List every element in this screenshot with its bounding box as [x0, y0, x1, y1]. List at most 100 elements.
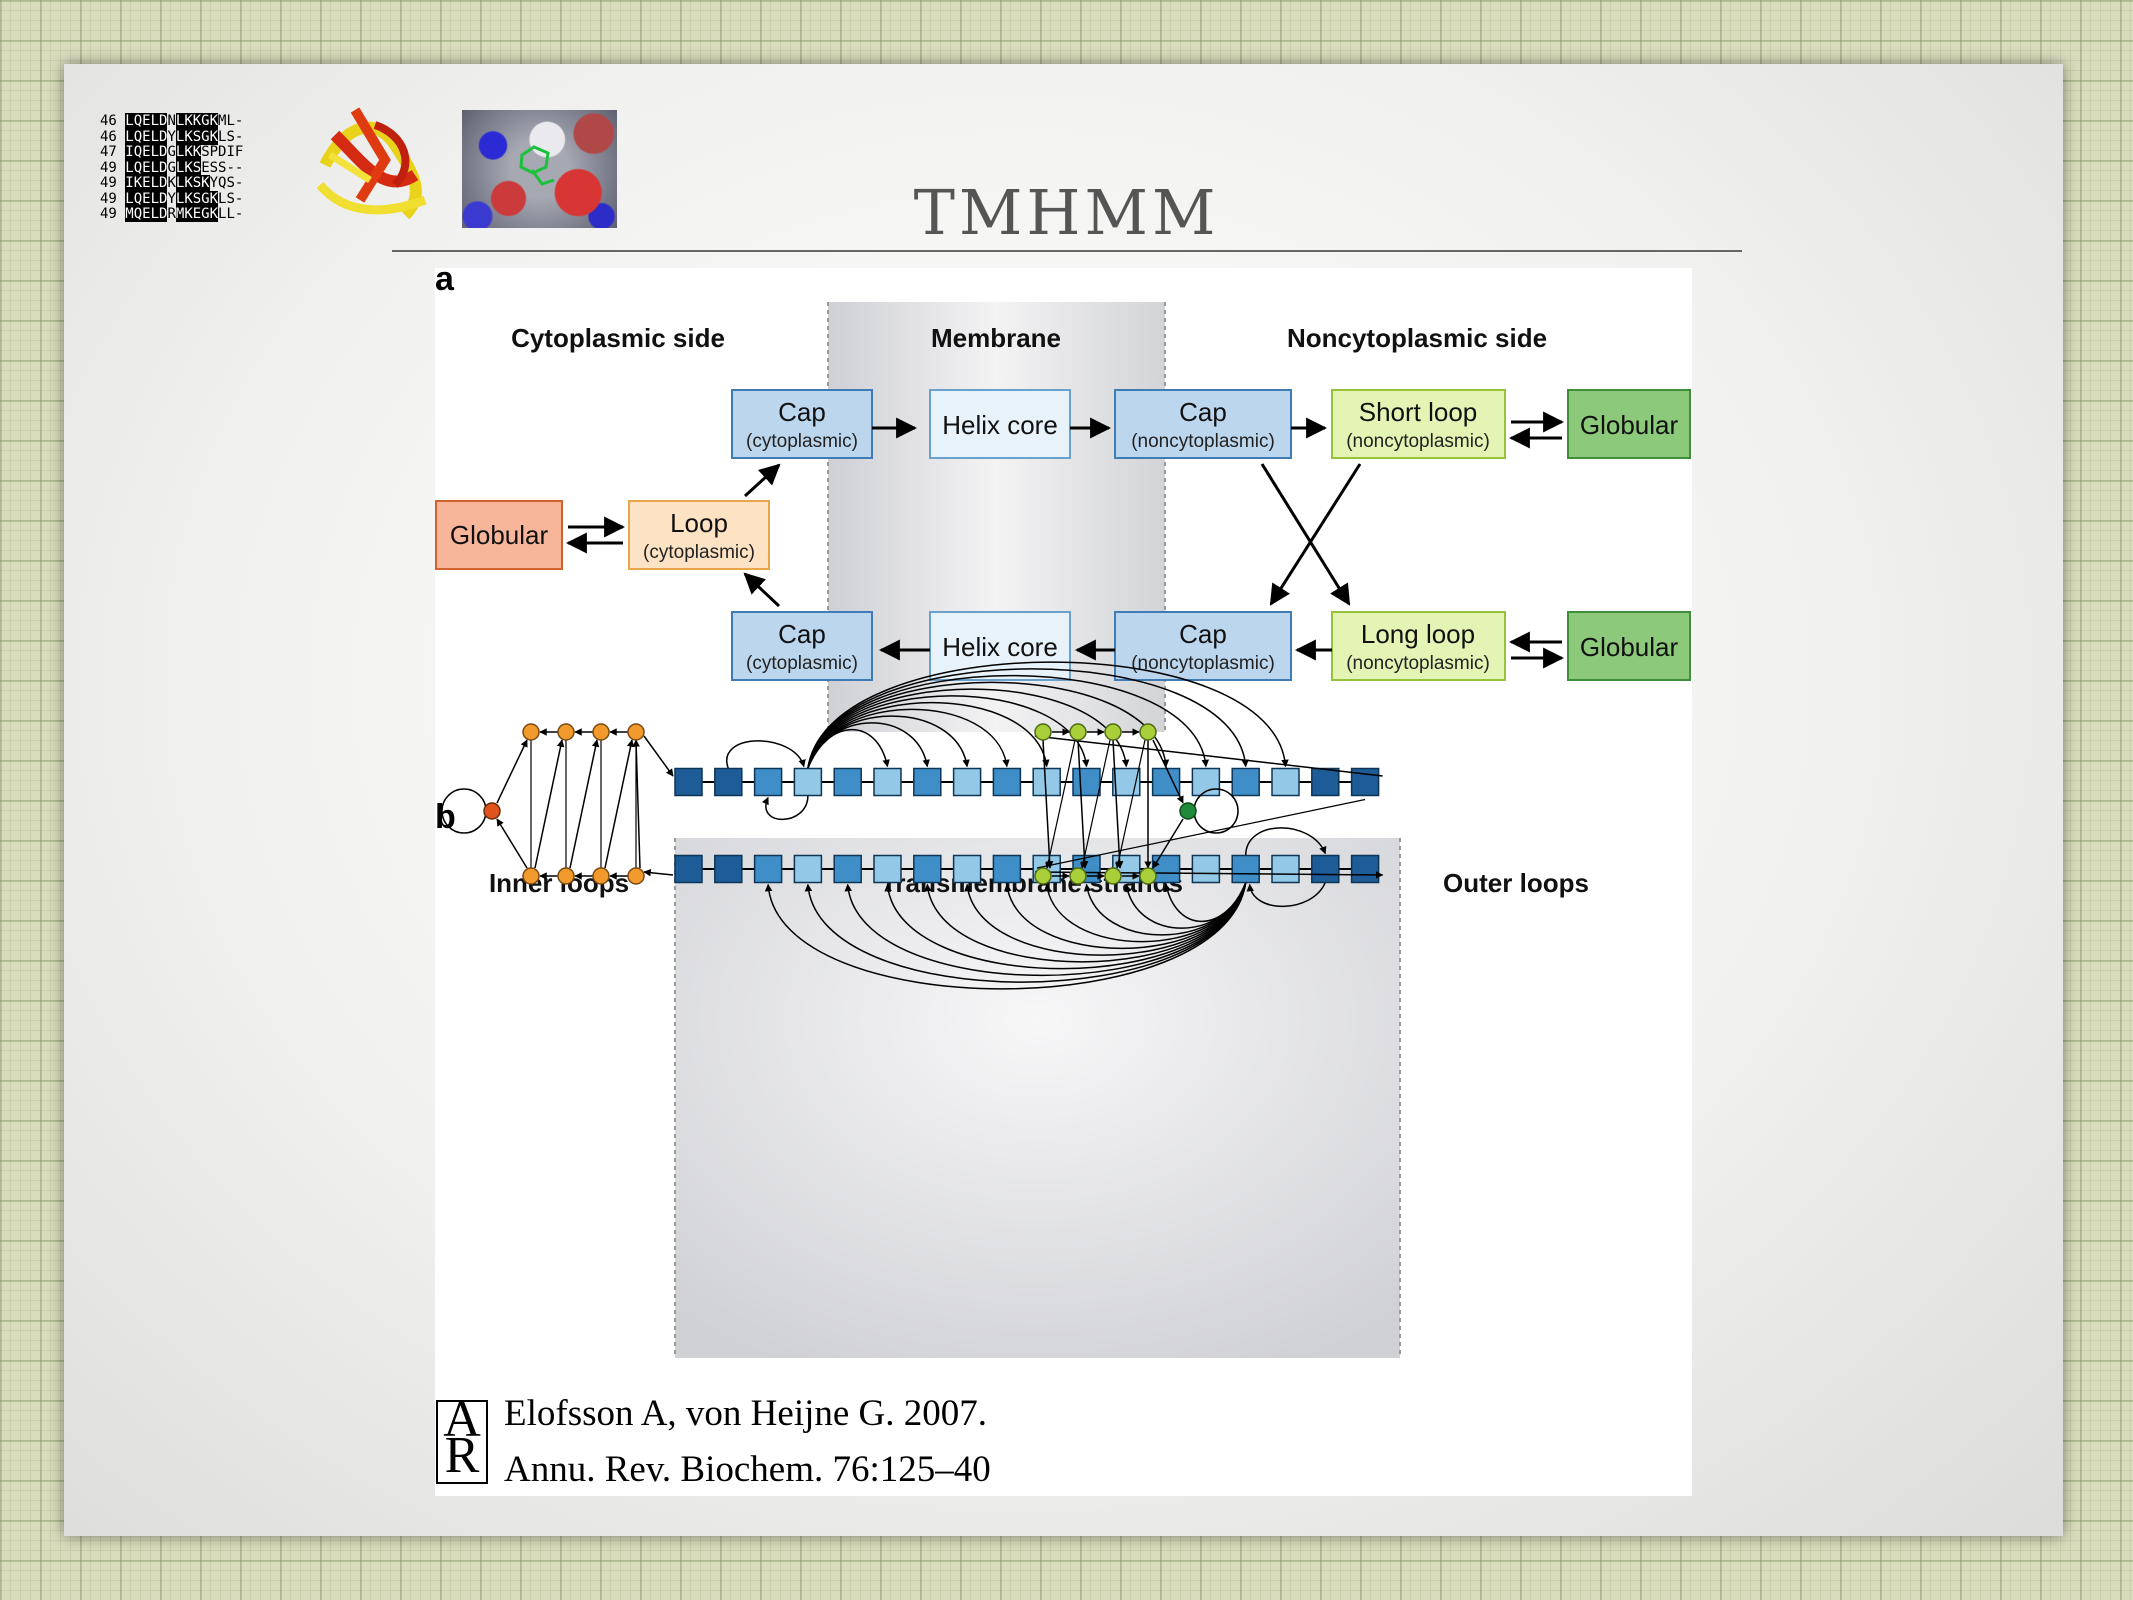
inner-loop-node [592, 723, 610, 741]
outer-loop-node [1069, 723, 1087, 741]
strand-state-bottom [753, 854, 783, 884]
transition-arc [761, 795, 809, 821]
citation-line-2: Annu. Rev. Biochem. 76:125–40 [504, 1449, 991, 1490]
inner-loop-node [627, 723, 645, 741]
strand-state-top [674, 767, 703, 797]
panel-b-state-graph [441, 661, 1384, 990]
svg-text:(noncytoplasmic): (noncytoplasmic) [1346, 653, 1490, 674]
box-short-loop: Short loop (noncytoplasmic) [1331, 389, 1506, 459]
strand-state-bottom [1271, 854, 1300, 884]
transition-arc [807, 701, 1050, 769]
loop-edge [496, 818, 528, 869]
strand-state-top [833, 767, 862, 797]
box-long-loop: Long loop (noncytoplasmic) [1331, 611, 1506, 681]
outer-loop-node [1034, 723, 1052, 741]
inner-loop-node [522, 723, 540, 741]
loop-edge [1115, 739, 1146, 869]
box-globular-cytoplasmic: Globular [435, 500, 563, 570]
svg-text:Helix core: Helix core [942, 410, 1058, 440]
transition-arc [1244, 827, 1327, 856]
strand-state-top [1271, 767, 1300, 797]
transition-arc [964, 882, 1247, 956]
loop-edge [1042, 739, 1054, 869]
inner-loop-node [557, 867, 575, 885]
svg-text:(noncytoplasmic): (noncytoplasmic) [1131, 653, 1275, 674]
figure-svg: a Cytoplasmic side Membrane Noncytoplasm… [435, 268, 1691, 1358]
transition-arc [1246, 882, 1326, 908]
strand-state-top [1072, 767, 1101, 797]
outer-loop-special-node [1179, 802, 1197, 820]
loop-edge [1112, 739, 1124, 869]
box-helix-core-top: Helix core [929, 389, 1071, 459]
loop-edge [643, 735, 674, 777]
transition-arc [726, 740, 806, 769]
strand-state-top [714, 767, 743, 797]
citation-line-1: Elofsson A, von Heijne G. 2007. [504, 1393, 988, 1434]
sequence-row: 49 MQELDRMKEGKLL- [100, 206, 244, 222]
membrane-region-b [675, 838, 1400, 1358]
svg-text:(noncytoplasmic): (noncytoplasmic) [1346, 431, 1490, 452]
svg-text:Cap: Cap [1179, 619, 1227, 649]
inner-loop-node [627, 867, 645, 885]
sequence-row: 49 LQELDGLKSESS-- [100, 159, 244, 176]
outer-loop-node [1139, 723, 1157, 741]
sequence-row: 46 LQELDNLKKGKML- [100, 113, 244, 129]
loop-edge [1036, 798, 1366, 869]
svg-text:Short loop: Short loop [1359, 397, 1478, 427]
strand-state-top [1231, 767, 1260, 797]
svg-text:Cap: Cap [778, 619, 826, 649]
box-loop-cytoplasmic: Loop (cytoplasmic) [628, 500, 770, 570]
svg-text:(noncytoplasmic): (noncytoplasmic) [1131, 431, 1275, 452]
strand-state-top [873, 767, 902, 797]
transition-arc [807, 674, 1210, 769]
loop-edge [1034, 871, 1384, 879]
sequence-row: 49 IKELDKLKSKYQS- [100, 175, 244, 191]
zone-label-outer-loops: Outer loops [1443, 868, 1589, 898]
transition-arc [807, 708, 1010, 769]
loop-edge [1045, 739, 1076, 869]
strand-state-bottom [873, 854, 902, 884]
panel-a-letter: a [435, 268, 455, 298]
svg-text:Globular: Globular [450, 520, 549, 550]
loop-edge [604, 739, 635, 869]
box-cap-noncytoplasmic-top: Cap (noncytoplasmic) [1114, 389, 1292, 459]
strand-state-bottom [1311, 854, 1340, 884]
loop-edge [1034, 733, 1383, 777]
strand-state-bottom [793, 854, 823, 884]
protein-surface-image [462, 110, 617, 228]
slide-title: TMHMM [913, 176, 1220, 249]
box-globular-noncyto-top: Globular [1567, 389, 1691, 459]
panel-b-letter: b [435, 798, 456, 836]
strand-state-top [1032, 767, 1061, 797]
strand-state-top [1151, 767, 1181, 797]
sequence-row: 47 IQELDGLKKSPDIF [100, 144, 244, 160]
svg-text:Globular: Globular [1580, 410, 1679, 440]
strand-state-bottom [833, 854, 862, 884]
strand-state-bottom [674, 854, 703, 884]
svg-text:(cytoplasmic): (cytoplasmic) [746, 431, 858, 452]
svg-text:Cap: Cap [1179, 397, 1227, 427]
transition-arc [807, 729, 890, 769]
box-cap-cytoplasmic-top: Cap (cytoplasmic) [731, 389, 873, 459]
outer-loop-node [1104, 723, 1122, 741]
sequence-row: 46 LQELDYLKSGKLS- [100, 128, 244, 145]
strand-state-top [753, 767, 783, 797]
loop-edge [569, 739, 600, 869]
strand-state-bottom [913, 854, 942, 884]
loop-edge [1080, 739, 1111, 869]
zone-label-cytoplasmic: Cytoplasmic side [511, 323, 725, 353]
inner-loop-node [522, 867, 540, 885]
title-divider [392, 250, 1742, 252]
loop-edge [1152, 818, 1184, 869]
transition-arc [807, 668, 1249, 769]
loop-edge [1077, 739, 1089, 869]
strand-state-bottom [992, 854, 1022, 884]
svg-text:(cytoplasmic): (cytoplasmic) [643, 542, 755, 563]
transition-arc [1163, 882, 1247, 922]
svg-text:Globular: Globular [1580, 632, 1679, 662]
strand-state-bottom [1191, 854, 1221, 884]
sequence-row: 49 LQELDYLKSGKLS- [100, 190, 244, 207]
loop-edge [534, 739, 565, 869]
box-cap-noncytoplasmic-bottom: Cap (noncytoplasmic) [1114, 611, 1292, 681]
